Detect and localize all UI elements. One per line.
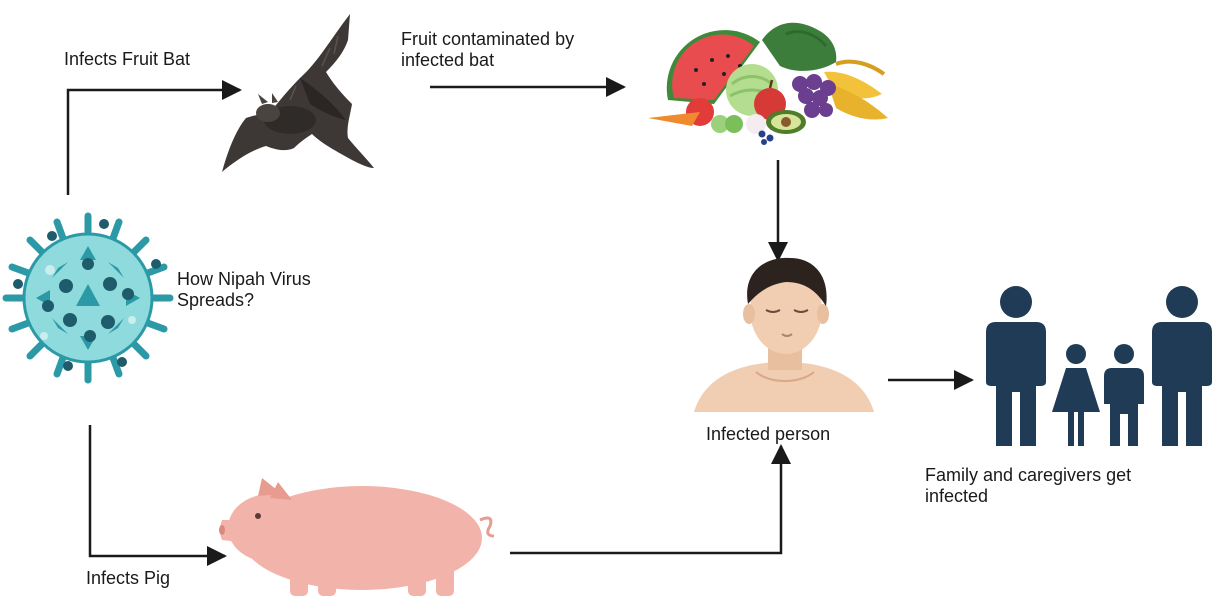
label-fruit-contaminated: Fruit contaminated by infected bat [401, 29, 574, 71]
fruits-icon [648, 23, 888, 145]
arrow-pig-to-person [510, 446, 781, 553]
arrow-virus-to-bat [68, 90, 240, 195]
arrows [68, 87, 972, 556]
label-infects-fruit-bat: Infects Fruit Bat [64, 49, 190, 70]
label-virus-title: How Nipah Virus Spreads? [177, 269, 311, 311]
fruit-bat-icon [222, 14, 374, 172]
label-infected-person: Infected person [706, 424, 830, 445]
person-icon [694, 258, 874, 412]
virus-icon [6, 216, 170, 380]
arrow-virus-to-pig [90, 425, 225, 556]
pig-icon [219, 478, 494, 596]
label-infects-pig: Infects Pig [86, 568, 170, 589]
label-family-infected: Family and caregivers get infected [925, 465, 1131, 507]
family-icon [986, 286, 1212, 446]
